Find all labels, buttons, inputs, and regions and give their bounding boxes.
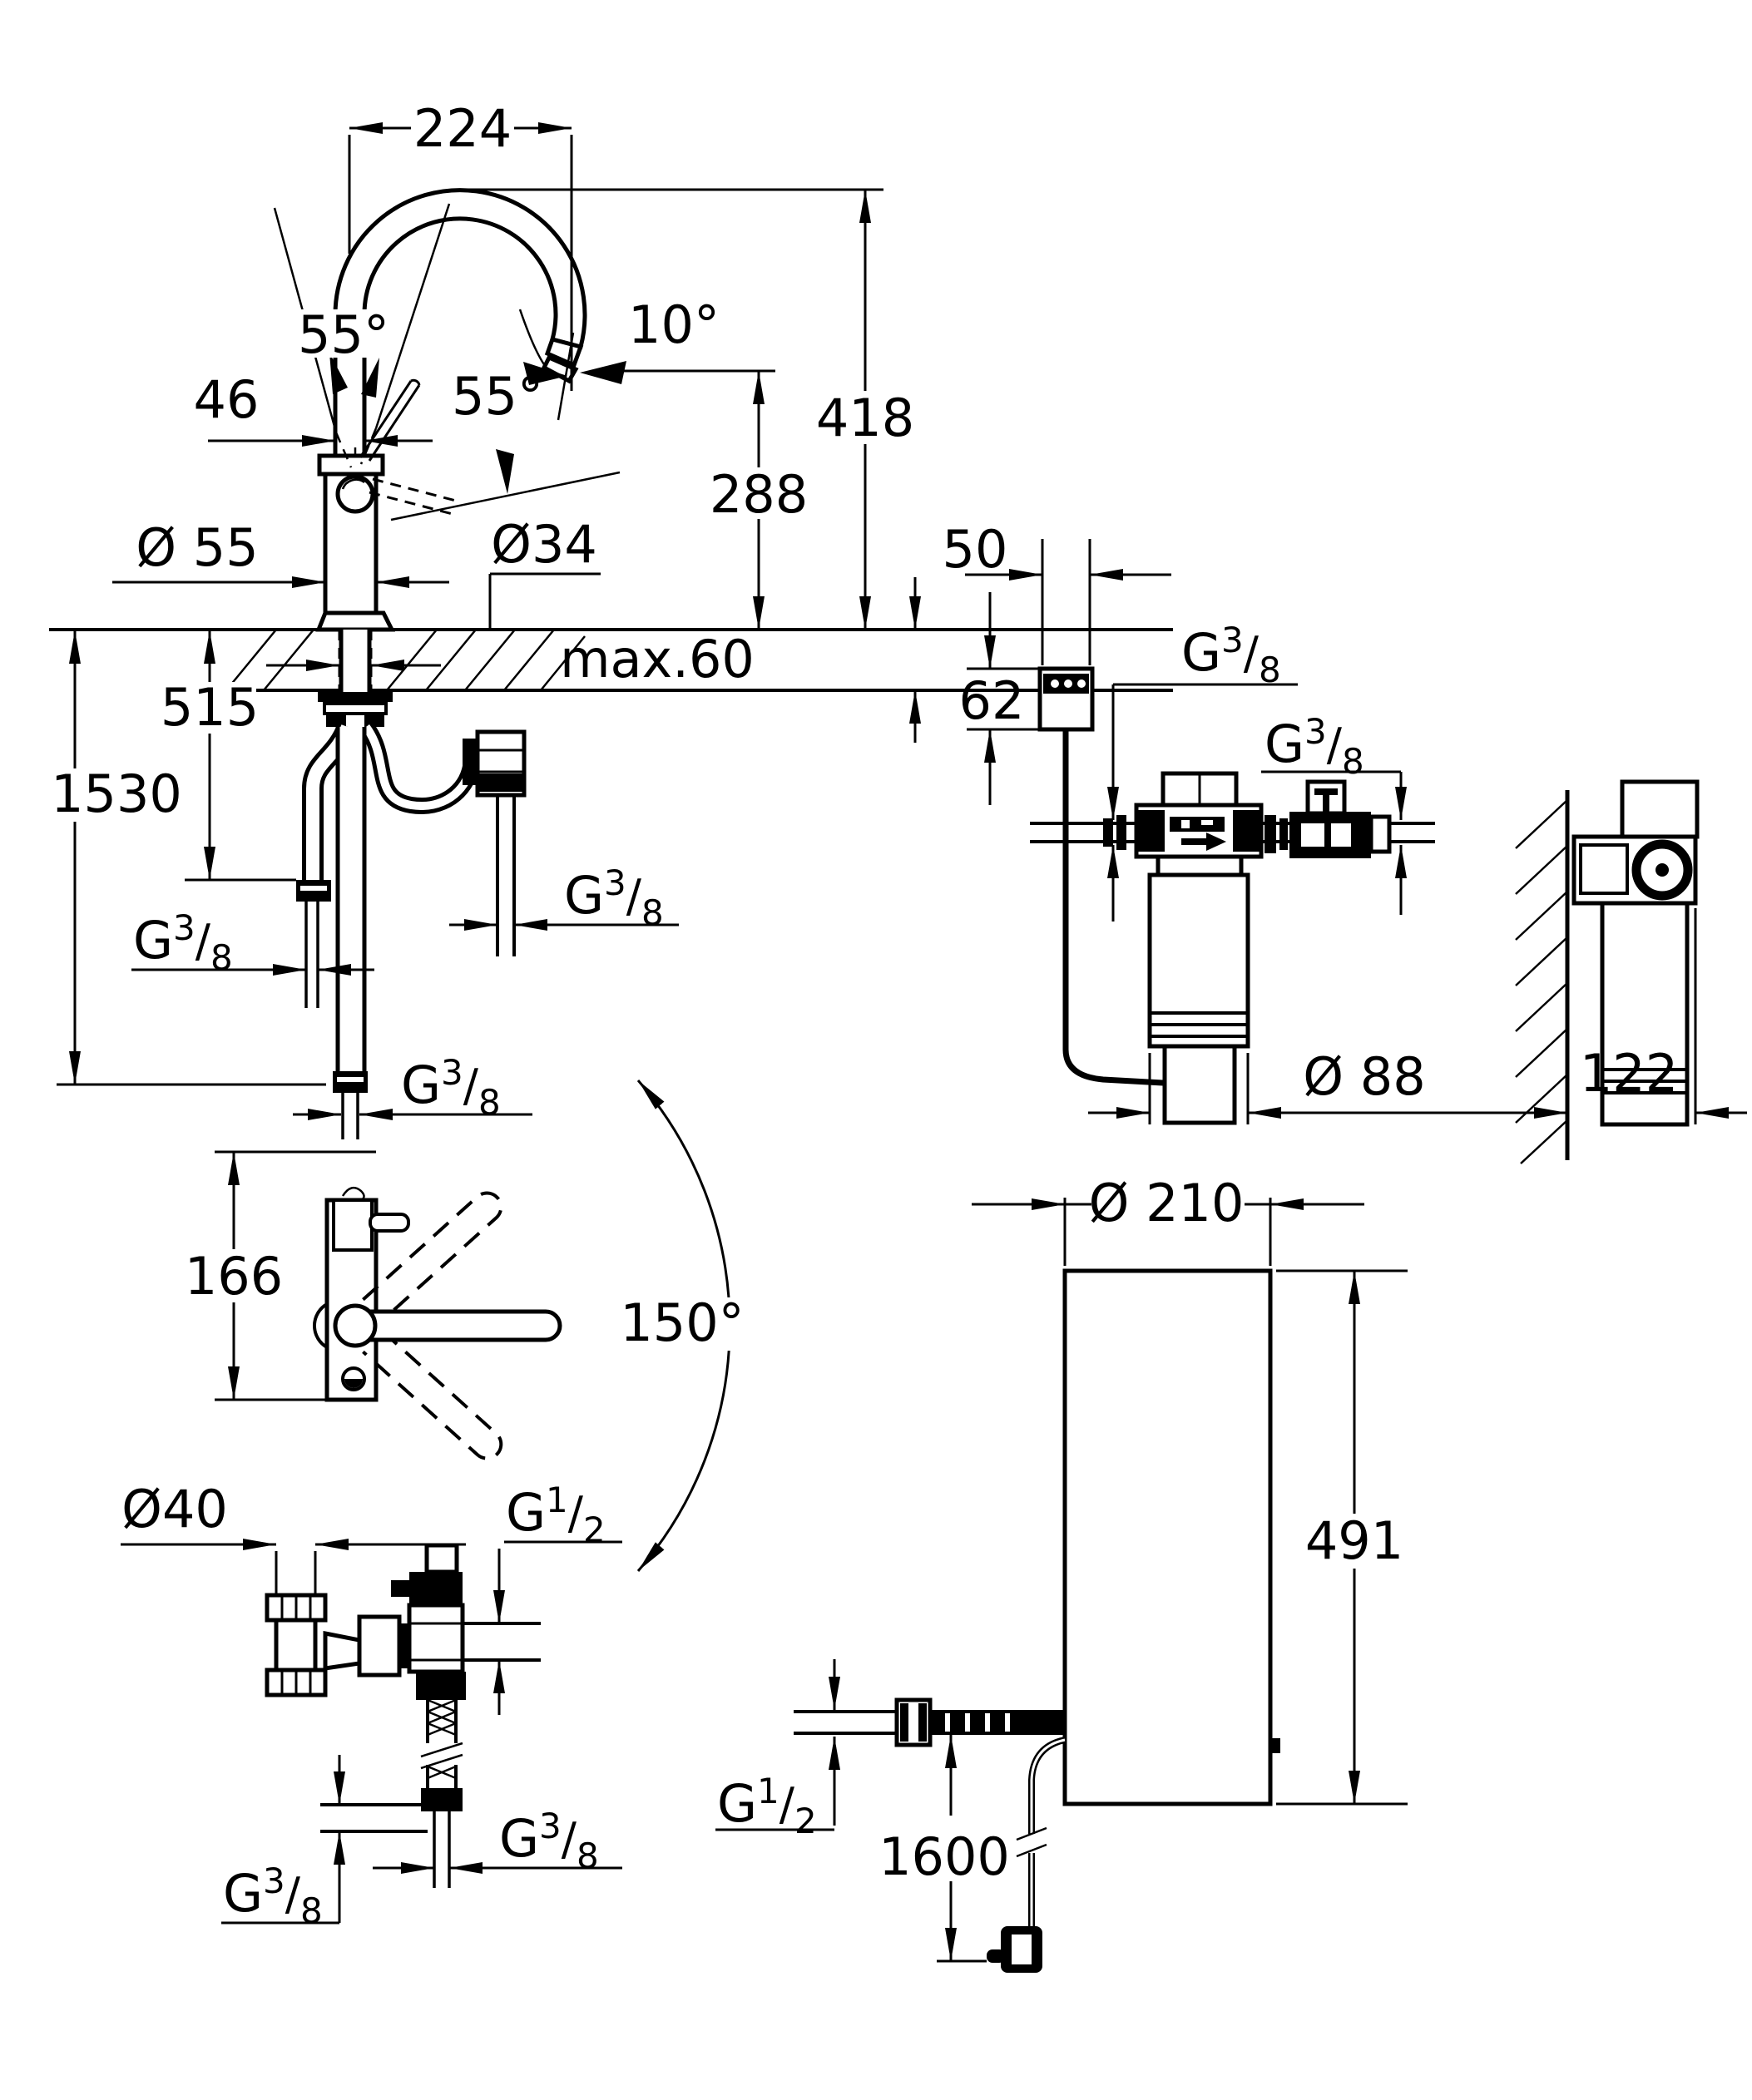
- connection-dimensions: [121, 1539, 466, 1594]
- dim-supply-hose-length: 515: [161, 677, 259, 738]
- filter-side-view: 122: [1515, 779, 1747, 1164]
- dim-lever-angle-up: 55°: [298, 304, 389, 365]
- power-cord: [987, 1737, 1066, 1973]
- mounting-washer: [318, 692, 393, 702]
- dim-box-width: 50: [943, 519, 1008, 580]
- svg-text:G3/8: G3/8: [401, 1052, 501, 1123]
- wall-hatching: [1515, 799, 1568, 1164]
- filter-cartridge: [1147, 872, 1250, 1125]
- dim-cartridge-diameter: Ø 88: [1303, 1046, 1425, 1107]
- check-valve: [463, 729, 527, 798]
- svg-text:G3/8: G3/8: [1181, 620, 1281, 690]
- dim-swivel-angle: 150°: [620, 1292, 744, 1353]
- mounting-nut: [326, 715, 346, 727]
- filter-head: [1134, 771, 1264, 877]
- cooler-tank: [1062, 1268, 1273, 1806]
- mounting-nut: [364, 715, 384, 727]
- dim-total-height: 418: [816, 388, 914, 448]
- flow-direction-icon: [1181, 833, 1226, 851]
- angle-arrow-icon: [496, 449, 514, 494]
- swivel-ghost-spouts: [362, 1191, 503, 1460]
- thread-label-hose-bottom: G3/8: [293, 1052, 532, 1123]
- faucet-top-view: 166 150°: [185, 1080, 750, 1572]
- thread-label-hose-end: G3/8: [373, 1806, 622, 1876]
- trap: [265, 1593, 409, 1697]
- angle-arrow-icon: [523, 362, 567, 385]
- svg-text:G1/2: G1/2: [717, 1771, 817, 1841]
- dim-base-depth: 166: [185, 1246, 283, 1307]
- counter-hatching: [225, 629, 586, 691]
- thread-label-filter-inlet: G3/8: [1107, 620, 1298, 922]
- dim-neck-width: 46: [194, 369, 260, 430]
- angle-arrow-icon: [361, 358, 379, 398]
- filter-cable: [1062, 729, 1164, 1086]
- svg-text:G3/8: G3/8: [133, 907, 233, 978]
- inlet-valve-assembly: [391, 1543, 541, 1700]
- cooler-dimensions: [937, 1178, 1411, 1963]
- filter-side-body: [1571, 779, 1700, 1127]
- dim-max-deck-thickness: max.60: [560, 629, 755, 689]
- faucet-front-dimensions: [57, 100, 921, 1086]
- handle-joint: [335, 474, 375, 514]
- top-view-spout: [364, 1309, 562, 1342]
- top-view-pivot: [333, 1303, 378, 1348]
- svg-text:G1/2: G1/2: [506, 1480, 606, 1550]
- dim-hole-diameter: Ø34: [491, 514, 597, 575]
- thread-label-valve-outlet: G1/2: [493, 1480, 622, 1715]
- dim-box-height: 62: [959, 670, 1025, 731]
- angle-arrow-icon: [580, 361, 626, 384]
- dim-cooler-diameter: Ø 210: [1089, 1173, 1245, 1233]
- thread-label-hose-left: G3/8: [131, 907, 374, 978]
- dim-hose-overall-length: 1530: [51, 763, 182, 824]
- dim-body-diameter: Ø 55: [136, 517, 258, 578]
- thread-label-cooler-inlet: G1/2: [715, 1659, 840, 1841]
- lever-swivel-indicator-side: [369, 449, 621, 521]
- angle-arrow-icon: [329, 353, 348, 394]
- under-sink-assembly: [296, 630, 527, 1139]
- dim-filter-depth: 122: [1580, 1043, 1678, 1104]
- shutoff-valve: [1265, 779, 1392, 858]
- inlet-pipe: [794, 1697, 1065, 1747]
- dim-spout-reach: 224: [413, 98, 512, 159]
- svg-text:G3/8: G3/8: [564, 862, 664, 933]
- top-view-body: [312, 1186, 410, 1402]
- svg-text:G3/8: G3/8: [499, 1806, 599, 1876]
- dim-cooler-height: 491: [1305, 1510, 1403, 1571]
- faucet-front-view: 224 418 288 10° 55° 55° 46 Ø 55 Ø34 max.…: [49, 98, 1173, 1139]
- dim-lever-angle-side: 55°: [452, 366, 543, 427]
- filter-front-view: 50 62 Ø 88 G3/8 G3/8: [943, 519, 1567, 1125]
- filter-side-dimensions: [1694, 908, 1747, 1124]
- tank-side-nub: [1270, 1738, 1280, 1753]
- power-plug-icon: [987, 1926, 1042, 1973]
- dim-outlet-height: 288: [710, 464, 808, 525]
- svg-text:G3/8: G3/8: [223, 1860, 323, 1931]
- dim-trap-diameter: Ø40: [121, 1479, 228, 1539]
- cooler-view: Ø 210 491 1600 G1/2: [715, 1173, 1411, 1973]
- control-box: [1037, 666, 1095, 732]
- braided-hose: [320, 1698, 463, 1888]
- thread-label-supply-pipe: G3/8: [221, 1755, 345, 1931]
- outlet-angle-indicator: [518, 309, 775, 421]
- dim-cable-length: 1600: [878, 1826, 1010, 1887]
- thread-label-filter-outlet: G3/8: [1261, 711, 1407, 915]
- svg-text:G3/8: G3/8: [1265, 711, 1364, 782]
- thread-label-hose-right: G3/8: [449, 862, 679, 933]
- top-view-dimensions: [186, 1150, 750, 1401]
- dim-outlet-angle: 10°: [628, 294, 720, 355]
- filter-front-dimensions: [965, 539, 1567, 1124]
- connection-view: Ø40 G1/2 G3/8 G3/8: [121, 1479, 622, 1931]
- countertop: [49, 628, 1173, 692]
